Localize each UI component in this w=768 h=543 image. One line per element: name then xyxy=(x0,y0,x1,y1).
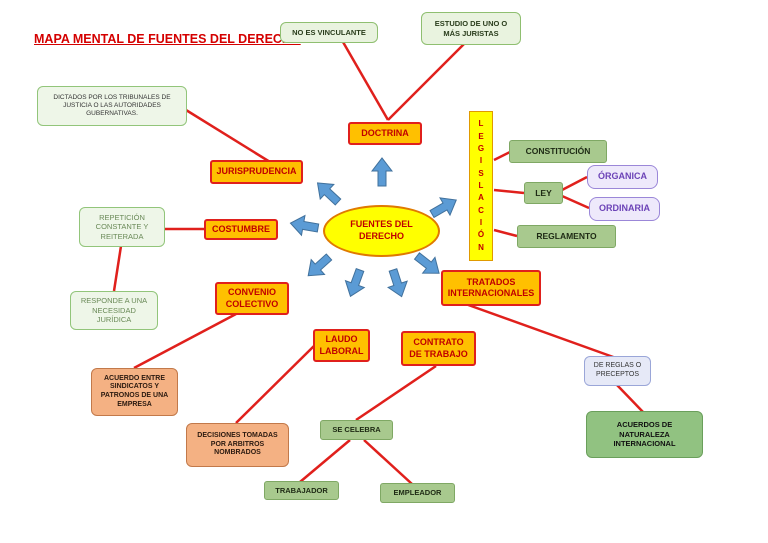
legis-letter: Ó xyxy=(477,230,485,240)
line-repeticion-responde xyxy=(112,245,123,292)
line-jurisprudencia-detail xyxy=(185,108,271,164)
reglas-preceptos-node: DE REGLAS O PRECEPTOS xyxy=(584,356,651,386)
jurisprudencia-node: JURISPRUDENCIA xyxy=(210,160,303,184)
arrow-jurisprudencia xyxy=(316,182,342,206)
arrow-laudo xyxy=(344,267,366,298)
costumbre-node: COSTUMBRE xyxy=(204,219,278,240)
arrow-convenio xyxy=(307,253,333,277)
line-reglas-acuerdos xyxy=(616,384,644,413)
acuerdos-internacional-node: ACUERDOS DE NATURALEZA INTERNACIONAL xyxy=(586,411,703,458)
acuerdo-sindicatos-node: ACUERDO ENTRE SINDICATOS Y PATRONOS DE U… xyxy=(91,368,178,416)
constitucion-node: CONSTITUCIÓN xyxy=(509,140,607,163)
legis-letter: I xyxy=(479,156,483,166)
arrow-legislacion xyxy=(429,197,457,219)
line-ley-ordinaria xyxy=(561,194,590,210)
line-legis-reglamento xyxy=(493,228,518,238)
legis-letter: L xyxy=(478,180,484,190)
laudo-node: LAUDO LABORAL xyxy=(313,329,370,362)
line-tratados-reglas xyxy=(459,300,617,360)
center-node: FUENTES DEL DERECHO xyxy=(323,205,440,257)
organica-node: ÓRGANICA xyxy=(587,165,658,189)
legis-letter: S xyxy=(478,168,484,178)
ordinaria-node: ORDINARIA xyxy=(589,197,660,221)
legis-letter: E xyxy=(478,131,484,141)
line-celebra-empleador xyxy=(363,439,413,485)
empleador-node: EMPLEADOR xyxy=(380,483,455,503)
se-celebra-node: SE CELEBRA xyxy=(320,420,393,440)
decisiones-arbitros-node: DECISIONES TOMADAS POR ARBITROS NOMBRADO… xyxy=(186,423,289,467)
legis-letter: A xyxy=(478,193,484,203)
page-title: MAPA MENTAL DE FUENTES DEL DERECHO xyxy=(34,32,301,46)
responde-necesidad-node: RESPONDE A UNA NECESIDAD JURÍDICA xyxy=(70,291,158,330)
legis-letter: I xyxy=(479,218,483,228)
arrow-costumbre xyxy=(289,214,320,237)
line-legis-ley xyxy=(493,188,525,195)
convenio-node: CONVENIO COLECTIVO xyxy=(215,282,289,315)
line-doctrina-estudio xyxy=(387,43,465,121)
trabajador-node: TRABAJADOR xyxy=(264,481,339,500)
line-contrato-celebra xyxy=(355,364,437,422)
jurisprudencia-detail-node: DICTADOS POR LOS TRIBUNALES DE JUSTICIA … xyxy=(37,86,187,126)
estudio-juristas-node: ESTUDIO DE UNO O MÁS JURISTAS xyxy=(421,12,521,45)
legis-letter: C xyxy=(478,205,484,215)
line-doctrina-vinculante xyxy=(341,41,390,121)
line-laudo-decisiones xyxy=(235,343,317,424)
arrow-up-doctrina xyxy=(370,157,394,187)
legis-letter: G xyxy=(477,143,485,153)
no-vinculante-node: NO ES VINCULANTE xyxy=(280,22,378,43)
legis-letter: N xyxy=(478,242,484,252)
arrow-tratados xyxy=(413,252,440,274)
contrato-node: CONTRATO DE TRABAJO xyxy=(401,331,476,366)
reglamento-node: REGLAMENTO xyxy=(517,225,616,248)
line-celebra-trabajador xyxy=(299,439,351,483)
repeticion-node: REPETICIÓN CONSTANTE Y REITERADA xyxy=(79,207,165,247)
line-convenio-acuerdo xyxy=(133,312,237,370)
legis-letter: L xyxy=(478,119,484,129)
legislacion-node: L E G I S L A C I Ó N xyxy=(469,111,493,261)
ley-node: LEY xyxy=(524,182,563,204)
tratados-node: TRATADOS INTERNACIONALES xyxy=(441,270,541,306)
line-ley-organica xyxy=(561,175,588,192)
arrow-contrato xyxy=(387,268,408,298)
line-legis-constitucion xyxy=(493,150,511,162)
doctrina-node: DOCTRINA xyxy=(348,122,422,145)
